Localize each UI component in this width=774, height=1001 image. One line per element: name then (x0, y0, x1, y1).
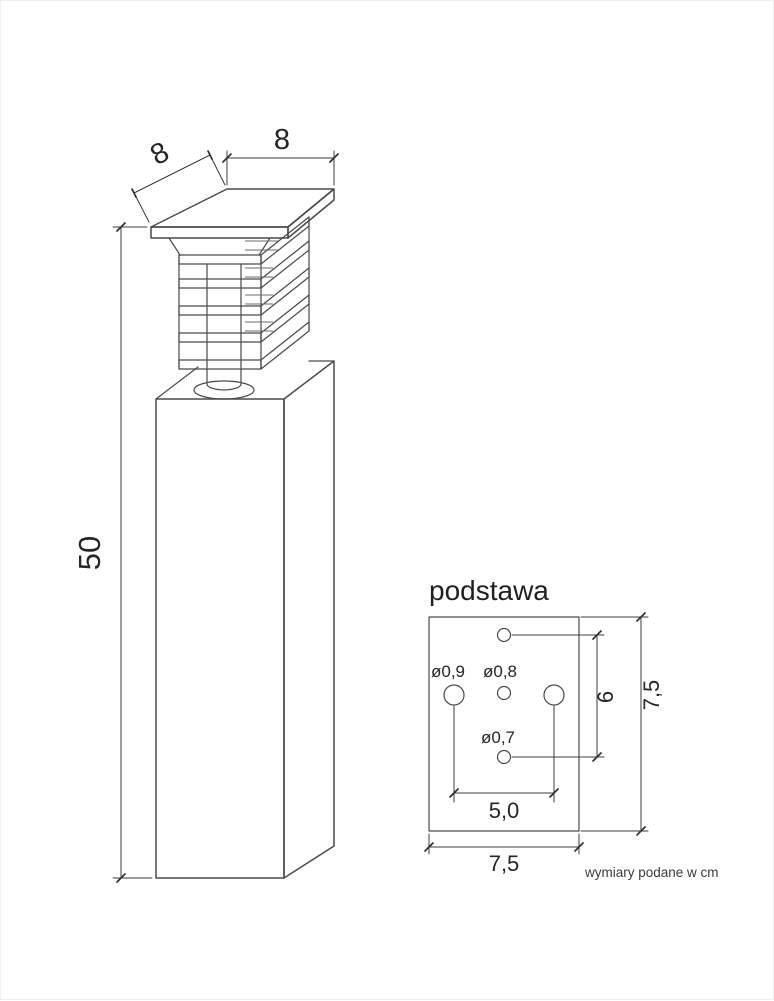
dim-plate-width-label: 7,5 (489, 851, 520, 876)
dim-width-label: 8 (274, 124, 290, 156)
dim-tick (549, 788, 559, 798)
body-front-face (155, 398, 285, 879)
mounting-hole-bottom (496, 749, 512, 765)
dim-tick (592, 630, 602, 640)
hole-diameter-medium-label: ø0,8 (483, 662, 517, 681)
hole-diameter-large-label: ø0,9 (431, 662, 465, 681)
hole-diameter-small-label: ø0,7 (481, 728, 515, 747)
dim-hole-spacing-horizontal-label: 5,0 (489, 798, 520, 823)
louver-slat-side (260, 240, 310, 289)
mounting-hole-left (443, 684, 465, 706)
dim-height-label: 50 (72, 536, 107, 570)
tube-bottom-arc (206, 383, 242, 391)
dim-depth-label: 8 (145, 136, 174, 172)
dim-tick (222, 153, 232, 163)
cap-top-face (150, 188, 335, 228)
cap-side-face (287, 188, 335, 239)
dim-hole-spacing-vertical: 6 (511, 630, 618, 762)
dim-tick (424, 842, 434, 852)
base-plate-drawing: podstawa ø0,9 ø0,8 ø0,7 6 (424, 575, 664, 876)
louver-slat-side (260, 267, 310, 316)
mounting-hole-right (543, 684, 565, 706)
base-plate-title: podstawa (429, 575, 549, 606)
lamp-louvers (178, 216, 310, 370)
dim-hole-spacing-vertical-label: 6 (593, 691, 618, 703)
louver-slat (178, 305, 262, 316)
units-footnote: wymiary podane w cm (584, 865, 719, 880)
louver-slat (178, 332, 262, 343)
body-top-left-edge (155, 366, 199, 400)
mounting-hole-center (496, 685, 512, 701)
louver-slat (178, 278, 262, 289)
mounting-hole-top (496, 627, 512, 643)
dim-tick (574, 842, 584, 852)
cap-neck-line (168, 237, 181, 256)
body-side-face (283, 360, 335, 879)
dim-height: 50 (72, 222, 153, 883)
lamp-cap (150, 188, 335, 256)
dim-hole-spacing-horizontal: 5,0 (449, 705, 559, 823)
dim-tick (592, 752, 602, 762)
dim-tick (116, 873, 126, 883)
base-plate-outline (428, 616, 580, 832)
dimension-line (133, 154, 211, 194)
louver-slat (178, 254, 262, 265)
louver-slat-side (260, 321, 310, 370)
dim-tick (207, 150, 213, 160)
dim-tick (636, 826, 646, 836)
dim-plate-height-label: 7,5 (639, 680, 664, 711)
dim-tick (329, 153, 339, 163)
dim-width: 8 (222, 124, 339, 186)
lamp-drawing (150, 188, 335, 879)
louver-slat (178, 359, 262, 370)
dim-plate-height: 7,5 (580, 612, 664, 836)
dim-plate-width: 7,5 (424, 833, 584, 876)
cap-front-face (150, 226, 289, 239)
dim-tick (131, 188, 137, 198)
dim-tick (636, 612, 646, 622)
dim-depth: 8 (131, 136, 226, 223)
lamp-body (155, 360, 335, 879)
dim-tick (116, 222, 126, 232)
dim-tick (449, 788, 459, 798)
louver-slat-side (260, 294, 310, 343)
lamp-diffuser-tube (193, 263, 255, 400)
